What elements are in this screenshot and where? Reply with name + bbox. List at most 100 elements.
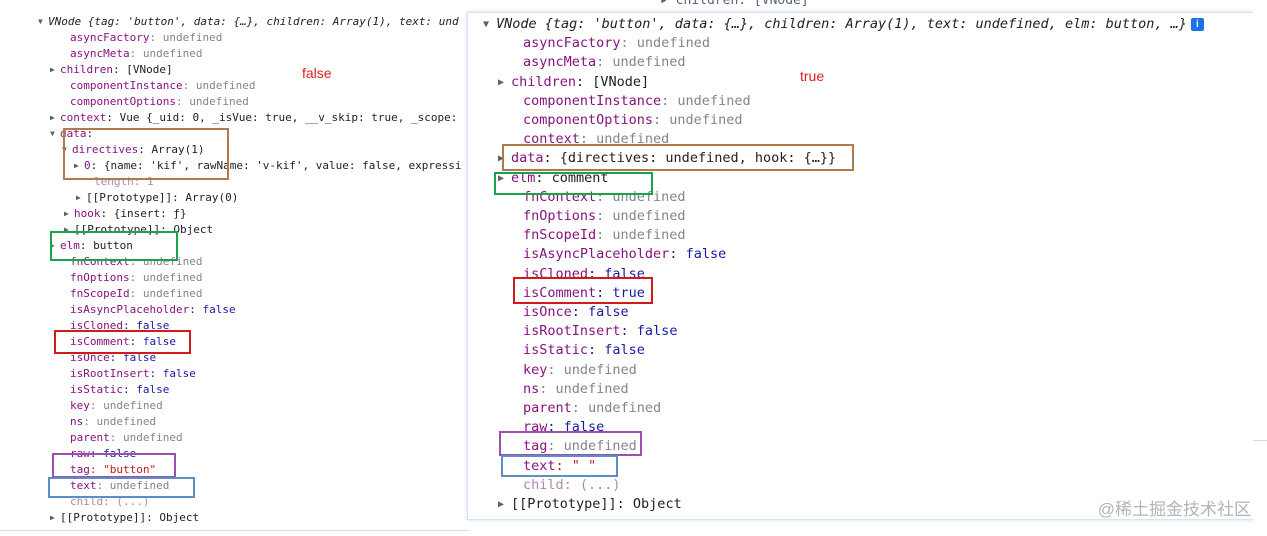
right-console-row-fnscopeid: fnScopeId: undefined — [523, 226, 686, 245]
left-console-row-children[interactable]: ▶ children: [VNode] — [50, 62, 173, 78]
left-console-row-data[interactable]: ▼data: — [50, 126, 93, 142]
right-console-row-vnode[interactable]: ▼VNode {tag: 'button', data: {…}, childr… — [483, 15, 1204, 34]
expand-triangle-right-icon[interactable]: ▶ — [74, 161, 79, 170]
property-value: : {insert: ƒ} — [100, 207, 187, 220]
expand-triangle-right-icon[interactable]: ▶ — [64, 209, 69, 218]
right-console-row-children[interactable]: ▶children: [VNode] — [498, 73, 649, 92]
property-value: : Array(1) — [138, 143, 205, 156]
property-key: isCloned — [70, 319, 123, 332]
property-key: tag — [523, 438, 548, 455]
left-console-row-prototype[interactable]: ▶[[Prototype]]: Array(0) — [76, 190, 238, 206]
right-console-row-fncontext: fnContext: undefined — [523, 188, 686, 207]
property-key: directives — [72, 143, 139, 156]
right-console-row-prototype[interactable]: ▶[[Prototype]]: Object — [498, 495, 682, 514]
expand-triangle-right-icon[interactable]: ▶ — [498, 499, 505, 510]
expand-triangle-right-icon[interactable]: ▶ — [498, 153, 505, 165]
left-console-row-prototype[interactable]: ▶[[Prototype]]: Object — [50, 510, 199, 526]
right-console-row-isonce: isOnce: false — [523, 303, 629, 322]
property-value: : undefined — [539, 380, 629, 397]
left-console-row-directives[interactable]: ▼ directives: Array(1) — [62, 142, 204, 158]
property-value: : {directives: undefined, hook: {…}} — [543, 150, 837, 167]
watermark: @稀土掘金技术社区 — [1097, 500, 1251, 519]
property-value: : undefined — [129, 255, 203, 268]
property-key: key — [523, 361, 548, 378]
expand-triangle-right-icon[interactable]: ▶ — [64, 225, 69, 234]
property-value: : undefined — [596, 54, 686, 71]
expand-triangle-right-icon[interactable]: ▶ — [50, 113, 55, 122]
right-console-row-componentoptions: componentOptions: undefined — [523, 111, 742, 130]
left-console-row-context[interactable]: ▶context: Vue {_uid: 0, _isVue: true, __… — [50, 110, 457, 126]
property-key: [[Prototype]] — [511, 496, 617, 512]
property-key: children — [60, 63, 113, 76]
right-console-row-componentinstance: componentInstance: undefined — [523, 92, 751, 111]
left-console-row-isonce: isOnce: false — [70, 350, 156, 366]
expand-triangle-down-icon[interactable]: ▼ — [483, 19, 490, 30]
property-key: componentInstance — [70, 79, 183, 92]
property-value: : [VNode] — [112, 63, 173, 76]
property-key: [[Prototype]] — [86, 191, 173, 204]
background-console-edge — [1253, 0, 1267, 536]
expand-triangle-right-icon[interactable]: ▶ — [50, 513, 55, 522]
property-key: isRootInsert — [523, 323, 621, 340]
property-value: : false — [149, 367, 196, 380]
property-key: [[Prototype]] — [60, 511, 147, 524]
property-value: : " " — [555, 457, 597, 474]
property-key: parent — [523, 400, 572, 416]
property-value: : false — [189, 303, 236, 316]
left-console-row-vnode[interactable]: ▼VNode {tag: 'button', data: {…}, childr… — [38, 14, 459, 30]
left-console-row-key: key: undefined — [70, 398, 163, 414]
property-key: raw — [523, 419, 548, 436]
left-console-row-ns: ns: undefined — [70, 414, 156, 430]
property-value: : comment — [535, 169, 609, 186]
left-console-row-parent: parent: undefined — [70, 430, 183, 446]
expand-triangle-down-icon[interactable]: ▼ — [38, 17, 43, 26]
left-console-row-componentinstance: componentInstance: undefined — [70, 78, 255, 94]
left-console-row-fnscopeid: fnScopeId: undefined — [70, 286, 202, 302]
left-console-row-componentoptions: componentOptions: undefined — [70, 94, 249, 110]
property-key: componentInstance — [523, 92, 662, 109]
info-icon[interactable]: i — [1190, 18, 1204, 31]
property-key: data — [511, 150, 544, 167]
expand-triangle-right-icon[interactable]: ▶ — [50, 241, 55, 250]
right-console-row-ns: ns: undefined — [523, 380, 629, 399]
property-key: fnOptions — [70, 271, 130, 284]
property-value: : undefined — [96, 479, 170, 492]
property-value: : false — [547, 419, 605, 436]
left-console-row-hook[interactable]: ▶hook: {insert: ƒ} — [64, 206, 187, 222]
background-divider — [1253, 440, 1267, 441]
property-key: fnScopeId — [523, 227, 597, 244]
property-value: : undefined — [129, 47, 203, 60]
expand-triangle-right-icon[interactable]: ▶ — [76, 193, 81, 202]
property-key: asyncMeta — [70, 47, 130, 60]
property-key: asyncFactory — [523, 35, 621, 52]
property-key: text — [523, 457, 556, 474]
expand-triangle-right-icon[interactable]: ▶ — [50, 65, 55, 74]
left-console-row-text: text: undefined — [70, 478, 169, 494]
property-value: : undefined — [182, 79, 256, 92]
property-value: : "button" — [89, 463, 157, 476]
property-key: tag — [70, 463, 90, 476]
property-key: [[Prototype]] — [74, 223, 161, 236]
property-value: : false — [129, 335, 176, 348]
right-console-row-data[interactable]: ▶ data: {directives: undefined, hook: {…}… — [498, 149, 836, 168]
property-key: text — [70, 479, 97, 492]
right-console-row-elm[interactable]: ▶elm: comment — [498, 169, 609, 188]
expand-triangle-down-icon[interactable]: ▼ — [62, 145, 67, 154]
property-value: : false — [669, 246, 727, 263]
left-console-row-prototype[interactable]: ▶[[Prototype]]: Object — [64, 222, 213, 238]
property-value: : {name: 'kif', rawName: 'v-kif', value:… — [90, 159, 462, 172]
property-key: parent — [70, 431, 110, 444]
property-key: context — [60, 111, 107, 124]
right-note-true: true — [800, 68, 825, 84]
left-console-row-0[interactable]: ▶0: {name: 'kif', rawName: 'v-kif', valu… — [74, 158, 462, 174]
expand-triangle-down-icon[interactable]: ▼ — [50, 129, 55, 138]
property-key: isStatic — [70, 383, 123, 396]
left-console-row-raw: raw: false — [70, 446, 136, 462]
left-console-row-elm[interactable]: ▶elm: button — [50, 238, 133, 254]
property-value: : undefined — [620, 35, 710, 52]
expand-triangle-right-icon[interactable]: ▶ — [498, 76, 505, 88]
expand-triangle-right-icon[interactable]: ▶ — [498, 172, 505, 184]
property-key: data — [60, 127, 87, 140]
property-value: : (...) — [103, 495, 150, 508]
left-console-row-fnoptions: fnOptions: undefined — [70, 270, 202, 286]
